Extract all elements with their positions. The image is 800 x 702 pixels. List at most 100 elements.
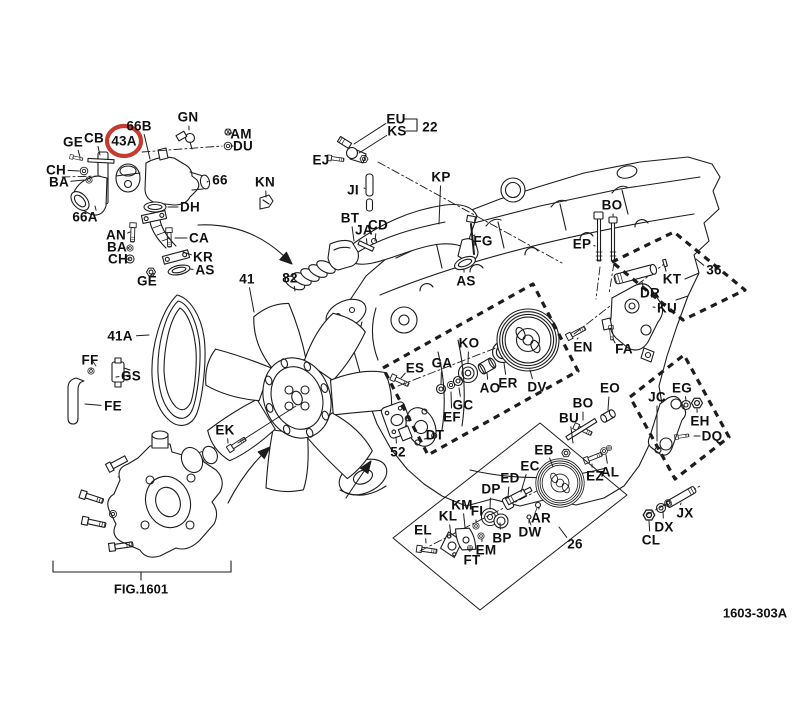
- part-label-ks-28[interactable]: KS: [387, 123, 407, 139]
- highlight-circle: [104, 123, 144, 159]
- bypass-parts-drawing: [67, 357, 248, 454]
- part-label-ga-47[interactable]: GA: [431, 355, 453, 371]
- part-label-ep-39[interactable]: EP: [572, 236, 592, 252]
- leader-line: [450, 391, 452, 409]
- part-label-ch-4[interactable]: CH: [46, 162, 66, 178]
- leader-line: [648, 520, 651, 532]
- leader-line: [507, 486, 510, 499]
- part-label-ge-19[interactable]: GE: [137, 273, 157, 289]
- part-label-ek-26[interactable]: EK: [215, 422, 235, 438]
- part-label-en-45[interactable]: EN: [573, 339, 593, 355]
- part-label-dx-80[interactable]: DX: [654, 519, 674, 535]
- part-label-fg-36[interactable]: FG: [473, 233, 493, 249]
- part-label-em-74[interactable]: EM: [475, 542, 497, 558]
- part-label-bo-57[interactable]: BO: [572, 395, 594, 411]
- bracket-group-drawing: [561, 395, 704, 465]
- leader-line: [127, 231, 131, 234]
- part-label-kp-32[interactable]: KP: [431, 169, 451, 185]
- leader-line: [77, 149, 81, 158]
- leader-line: [549, 457, 554, 468]
- crank-pulley-dv: [496, 308, 560, 372]
- part-label-ez-63[interactable]: EZ: [586, 468, 604, 484]
- part-label-ft-75[interactable]: FT: [463, 552, 481, 568]
- part-label-bp-73[interactable]: BP: [492, 530, 512, 546]
- part-label-cl-81[interactable]: CL: [641, 532, 661, 548]
- part-label-bo-38[interactable]: BO: [601, 197, 623, 213]
- part-label-cb-1[interactable]: CB: [84, 130, 104, 146]
- part-label-ko-46[interactable]: KO: [458, 335, 480, 351]
- part-label-22-29[interactable]: 22: [422, 119, 438, 135]
- part-label-am-8[interactable]: AM: [230, 126, 252, 142]
- part-label-26-78[interactable]: 26: [567, 536, 583, 552]
- part-label-ku-42[interactable]: KU: [657, 300, 677, 316]
- part-label-fe-25[interactable]: FE: [104, 398, 122, 414]
- part-label-eo-56[interactable]: EO: [600, 380, 620, 396]
- part-label-66-10[interactable]: 66: [212, 172, 228, 188]
- part-label-41a-22[interactable]: 41A: [107, 328, 133, 344]
- part-label-as-18[interactable]: AS: [195, 262, 215, 278]
- leader-line: [84, 403, 102, 406]
- part-label-al-64[interactable]: AL: [600, 464, 620, 480]
- part-label-41-20[interactable]: 41: [239, 271, 255, 287]
- pulley-group-drawing: [380, 308, 560, 447]
- part-label-36-43[interactable]: 36: [706, 262, 722, 278]
- part-label-ca-14[interactable]: CA: [189, 230, 209, 246]
- part-label-dt-54[interactable]: DT: [425, 427, 445, 443]
- leader-line: [351, 226, 355, 242]
- part-label-eu-27[interactable]: EU: [386, 111, 406, 127]
- part-label-dr-41[interactable]: DR: [640, 285, 660, 301]
- part-label-gc-52[interactable]: GC: [452, 397, 474, 413]
- part-label-es-48[interactable]: ES: [405, 360, 425, 376]
- part-label-fa-44[interactable]: FA: [615, 341, 633, 357]
- part-label-dp-68[interactable]: DP: [481, 481, 501, 497]
- part-label-cd-35[interactable]: CD: [368, 217, 388, 233]
- part-label-ff-23[interactable]: FF: [81, 352, 99, 368]
- part-label-ed-67[interactable]: ED: [500, 470, 520, 486]
- leader-line: [423, 437, 430, 440]
- part-label-ch-16[interactable]: CH: [108, 251, 128, 267]
- part-label-ef-53[interactable]: EF: [443, 409, 461, 425]
- part-label-ge-0[interactable]: GE: [63, 134, 83, 150]
- part-label-an-13[interactable]: AN: [106, 227, 126, 243]
- part-label-52-55[interactable]: 52: [390, 444, 406, 460]
- part-label-kr-17[interactable]: KR: [193, 249, 213, 265]
- part-label-fi-71[interactable]: FI: [470, 503, 484, 519]
- part-label-eb-65[interactable]: EB: [534, 442, 554, 458]
- part-label-ar-77[interactable]: AR: [531, 510, 551, 526]
- part-label-ec-66[interactable]: EC: [520, 458, 540, 474]
- part-label-eg-60[interactable]: EG: [672, 380, 692, 396]
- part-label-du-9[interactable]: DU: [233, 138, 253, 154]
- part-label-ba-15[interactable]: BA: [107, 239, 127, 255]
- part-label-as-37[interactable]: AS: [456, 273, 476, 289]
- part-label-er-50[interactable]: ER: [498, 375, 518, 391]
- part-label-eh-61[interactable]: EH: [690, 413, 710, 429]
- leader-line: [593, 244, 596, 247]
- part-label-km-69[interactable]: KM: [451, 497, 473, 513]
- part-label-43a-2[interactable]: 43A: [111, 133, 137, 149]
- part-label-kn-12[interactable]: KN: [255, 174, 275, 190]
- part-label-ji-31[interactable]: JI: [347, 182, 359, 198]
- part-label-ba-5[interactable]: BA: [49, 174, 69, 190]
- part-label-dv-51[interactable]: DV: [527, 379, 547, 395]
- part-label-ja-34[interactable]: JA: [355, 222, 373, 238]
- part-label-66b-3[interactable]: 66B: [126, 118, 152, 134]
- part-label-gn-7[interactable]: GN: [177, 109, 199, 125]
- part-label-jx-79[interactable]: JX: [676, 505, 694, 521]
- part-label-dq-62[interactable]: DQ: [701, 428, 723, 444]
- leader-line: [685, 396, 687, 402]
- leader-line: [374, 233, 377, 242]
- part-label-gs-24[interactable]: GS: [121, 368, 141, 384]
- part-label-66a-6[interactable]: 66A: [72, 209, 98, 225]
- part-label-bt-33[interactable]: BT: [340, 210, 360, 226]
- part-label-el-72[interactable]: EL: [414, 522, 432, 538]
- part-label-jc-59[interactable]: JC: [648, 389, 666, 405]
- part-label-ao-49[interactable]: AO: [479, 380, 501, 396]
- part-label-ej-30[interactable]: EJ: [312, 152, 330, 168]
- part-label-dw-76[interactable]: DW: [518, 524, 542, 540]
- part-label-dh-11[interactable]: DH: [180, 199, 200, 215]
- leader-line: [293, 285, 296, 292]
- part-label-82-21[interactable]: 82: [282, 270, 298, 286]
- part-label-kt-40[interactable]: KT: [662, 271, 682, 287]
- part-label-bu-58[interactable]: BU: [559, 410, 579, 426]
- part-label-kl-70[interactable]: KL: [438, 508, 458, 524]
